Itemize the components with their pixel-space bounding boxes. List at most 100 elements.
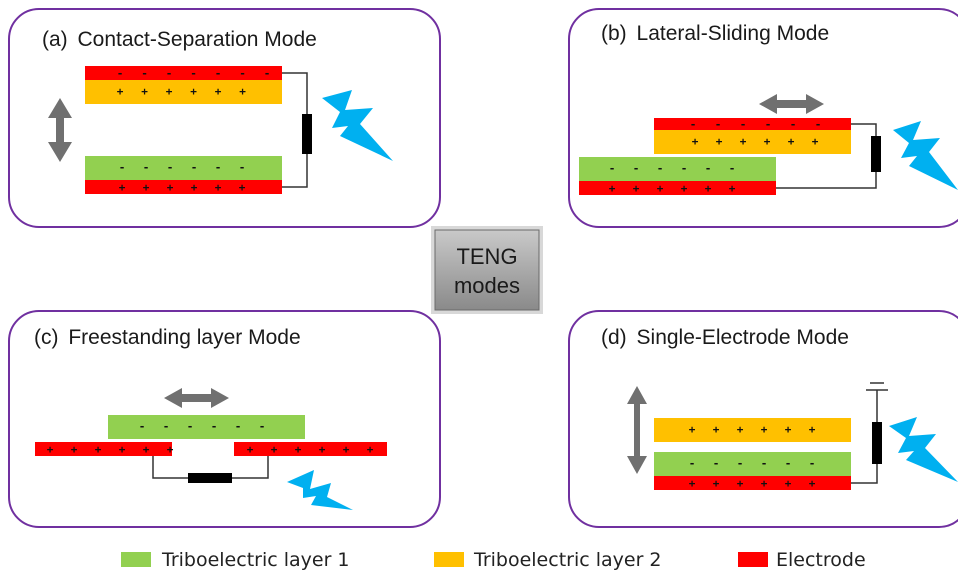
center-line1: TENG bbox=[456, 244, 517, 269]
svg-text:(b) Lateral-Sliding Mode: (b) Lateral-Sliding Mode bbox=[601, 22, 829, 45]
charge-plus-sign: + bbox=[689, 423, 696, 436]
charge-plus-sign: + bbox=[271, 443, 278, 456]
charge-plus-sign: + bbox=[167, 181, 174, 194]
panel-d-layer1-charges: ------ bbox=[689, 457, 816, 470]
charge-plus-sign: + bbox=[737, 477, 744, 490]
panel-c-frame bbox=[8, 310, 441, 528]
charge-minus-sign: - bbox=[657, 162, 664, 175]
panel-c-right-electrode-charges: ++++++ bbox=[247, 443, 374, 456]
legend-item-layer1: Triboelectric layer 1 bbox=[121, 549, 350, 571]
charge-minus-sign: - bbox=[215, 161, 222, 174]
panel-b-label: (b) bbox=[601, 22, 627, 45]
legend-label-layer1: Triboelectric layer 1 bbox=[161, 549, 350, 571]
ground-icon bbox=[866, 382, 888, 391]
charge-plus-sign: + bbox=[71, 443, 78, 456]
charge-plus-sign: + bbox=[764, 135, 771, 148]
panel-d-frame bbox=[568, 310, 958, 528]
panel-b-bottom-layer1 bbox=[579, 157, 776, 181]
double-arrow-icon bbox=[48, 98, 72, 162]
charge-plus-sign: + bbox=[295, 443, 302, 456]
panel-a-bottom-electrode bbox=[85, 180, 282, 194]
legend-item-electrode: Electrode bbox=[738, 549, 866, 571]
charge-plus-sign: + bbox=[117, 85, 124, 98]
charge-minus-sign: - bbox=[141, 67, 148, 80]
panel-c-label: (c) bbox=[34, 326, 59, 349]
svg-text:(d) Single-Electrode Mod: (d) Single-Electrode Mode bbox=[601, 326, 849, 349]
charge-plus-sign: + bbox=[95, 443, 102, 456]
center-line2: modes bbox=[454, 273, 520, 298]
panel-d-title: Single-Electrode Mode bbox=[637, 326, 849, 349]
load-resistor-icon bbox=[188, 473, 232, 483]
charge-minus-sign: - bbox=[713, 457, 720, 470]
panel-b-top-layer2 bbox=[654, 130, 851, 154]
panel-b-frame bbox=[568, 8, 958, 228]
charge-plus-sign: + bbox=[705, 182, 712, 195]
panel-c-right-electrode bbox=[234, 442, 387, 456]
charge-plus-sign: + bbox=[143, 443, 150, 456]
charge-minus-sign: - bbox=[259, 420, 266, 433]
panel-a-frame bbox=[8, 8, 441, 228]
panel-a-bottom-electrode-charges: ++++++ bbox=[119, 181, 246, 194]
charge-plus-sign: + bbox=[215, 181, 222, 194]
charge-minus-sign: - bbox=[609, 162, 616, 175]
double-arrow-icon bbox=[164, 388, 229, 408]
charge-minus-sign: - bbox=[239, 67, 246, 80]
panel-d-electrode bbox=[654, 476, 851, 490]
lightning-bolt-icon bbox=[287, 470, 353, 510]
charge-plus-sign: + bbox=[367, 443, 374, 456]
charge-plus-sign: + bbox=[657, 182, 664, 195]
charge-minus-sign: - bbox=[187, 420, 194, 433]
charge-minus-sign: - bbox=[264, 67, 271, 80]
charge-plus-sign: + bbox=[689, 477, 696, 490]
charge-plus-sign: + bbox=[119, 443, 126, 456]
load-resistor-icon bbox=[872, 422, 882, 464]
charge-minus-sign: - bbox=[689, 457, 696, 470]
charge-minus-sign: - bbox=[167, 161, 174, 174]
center-box bbox=[434, 229, 540, 311]
charge-plus-sign: + bbox=[740, 135, 747, 148]
charge-plus-sign: + bbox=[809, 477, 816, 490]
charge-plus-sign: + bbox=[692, 135, 699, 148]
panel-a-bottom-layer1-charges: ------ bbox=[119, 161, 246, 174]
double-arrow-icon bbox=[759, 94, 824, 114]
charge-plus-sign: + bbox=[785, 477, 792, 490]
charge-minus-sign: - bbox=[235, 420, 242, 433]
panel-a-bottom-layer1 bbox=[85, 156, 282, 180]
panel-b-top-electrode bbox=[654, 118, 851, 130]
charge-plus-sign: + bbox=[239, 181, 246, 194]
charge-plus-sign: + bbox=[809, 423, 816, 436]
panel-a-top-electrode bbox=[85, 66, 282, 80]
charge-plus-sign: + bbox=[788, 135, 795, 148]
panel-c-freestanding-layer1 bbox=[108, 415, 305, 439]
center-teng-modes-box: TENG modes bbox=[431, 226, 543, 314]
charge-minus-sign: - bbox=[785, 457, 792, 470]
charge-minus-sign: - bbox=[740, 118, 747, 131]
charge-minus-sign: - bbox=[765, 118, 772, 131]
panel-c-left-electrode bbox=[35, 442, 172, 456]
charge-plus-sign: + bbox=[143, 181, 150, 194]
panel-b-bottom-electrode-charges: ++++++ bbox=[609, 182, 736, 195]
charge-plus-sign: + bbox=[785, 423, 792, 436]
charge-minus-sign: - bbox=[119, 161, 126, 174]
legend: Triboelectric layer 1 Triboelectric laye… bbox=[121, 549, 866, 571]
charge-plus-sign: + bbox=[761, 477, 768, 490]
charge-plus-sign: + bbox=[247, 443, 254, 456]
charge-plus-sign: + bbox=[716, 135, 723, 148]
charge-minus-sign: - bbox=[809, 457, 816, 470]
charge-minus-sign: - bbox=[715, 118, 722, 131]
charge-minus-sign: - bbox=[215, 67, 222, 80]
charge-minus-sign: - bbox=[790, 118, 797, 131]
charge-plus-sign: + bbox=[729, 182, 736, 195]
charge-minus-sign: - bbox=[139, 420, 146, 433]
panel-a-contact-separation: (a) Contact-Separation Mode ------- ++++… bbox=[8, 8, 441, 228]
panel-b-bottom-electrode bbox=[579, 181, 776, 195]
lightning-bolt-icon bbox=[322, 90, 393, 161]
charge-minus-sign: - bbox=[815, 118, 822, 131]
panel-b-title: Lateral-Sliding Mode bbox=[637, 22, 830, 45]
charge-plus-sign: + bbox=[166, 85, 173, 98]
panel-b-bottom-layer1-charges: ------ bbox=[609, 162, 736, 175]
panel-a-top-layer2-charges: ++++++ bbox=[117, 85, 247, 98]
charge-minus-sign: - bbox=[633, 162, 640, 175]
charge-plus-sign: + bbox=[167, 443, 174, 456]
